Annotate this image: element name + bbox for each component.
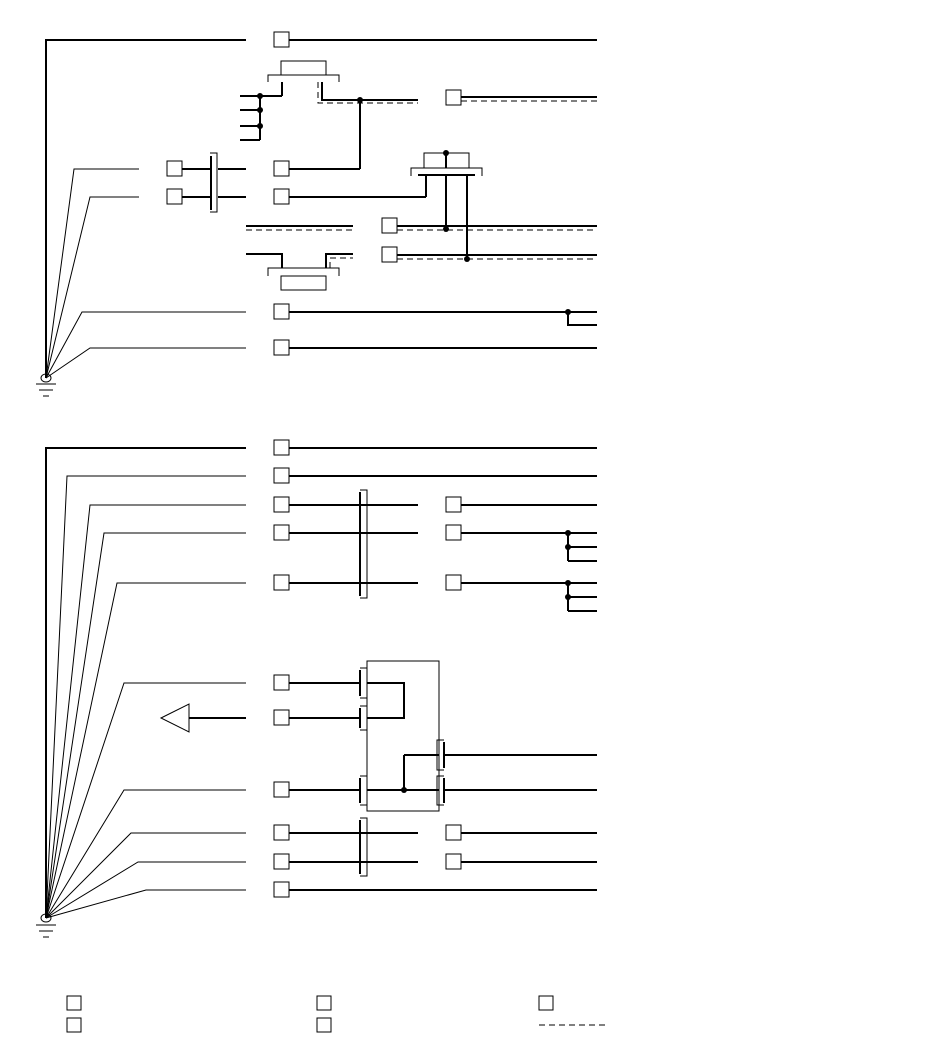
- wire-label-box: [273, 339, 290, 356]
- connector-top: [240, 60, 597, 169]
- wire-label-box: [273, 524, 290, 541]
- wire-label-box: [381, 246, 398, 263]
- splice-dot: [565, 309, 571, 315]
- circuit-wire-6: [45, 303, 597, 379]
- wire-label-box: [273, 709, 290, 726]
- circuit-wire-l11: [45, 881, 597, 919]
- circuit-wire-l2: [45, 467, 597, 919]
- legend-box-5: [538, 995, 554, 1011]
- circuit-wire-3: [45, 188, 426, 379]
- circuit-wire-l10: [45, 853, 597, 919]
- wire-label-box: [273, 824, 290, 841]
- wire-label-box: [273, 303, 290, 320]
- splice-dot: [401, 787, 407, 793]
- wire-label-box: [166, 160, 183, 177]
- wire-label-box: [273, 853, 290, 870]
- splice-dot: [565, 580, 571, 586]
- wire-label-box: [381, 217, 398, 234]
- wire-label-box: [273, 574, 290, 591]
- circuit-wire-l4: [45, 524, 597, 919]
- wire-label-box: [273, 439, 290, 456]
- circuit-wire-4: [246, 217, 597, 234]
- wire-label-box: [273, 188, 290, 205]
- upper-section: [36, 31, 597, 397]
- wire-label-box: [273, 31, 290, 48]
- splice-dot: [257, 93, 263, 99]
- wire-label-box: [273, 781, 290, 798]
- legend-box-4: [316, 1017, 332, 1033]
- wire-label-box: [273, 467, 290, 484]
- splice-dot: [565, 544, 571, 550]
- circuit-wire-7: [45, 339, 597, 379]
- wire-label-box: [273, 674, 290, 691]
- circuit-wire-5: [246, 246, 597, 291]
- circuit-wire-2: [45, 160, 360, 379]
- wire-label-box: [445, 574, 462, 591]
- connector-vertical-left: [210, 152, 218, 213]
- legend-box-1: [66, 995, 82, 1011]
- circuit-wire-l1: [45, 439, 597, 918]
- connector-middle: [359, 489, 368, 599]
- arrow-left-icon: [159, 703, 190, 733]
- wire-label-box: [273, 881, 290, 898]
- wire-label-box: [445, 853, 462, 870]
- circuit-wire-l8: [45, 775, 439, 919]
- wire-label-box: [445, 824, 462, 841]
- circuit-wire-l7: [159, 703, 368, 733]
- splice-dot: [443, 150, 449, 156]
- wire-label-box: [166, 188, 183, 205]
- splice-dot: [565, 594, 571, 600]
- connector-block: [45, 660, 597, 919]
- ground-icon: [36, 913, 56, 938]
- splice-dot: [257, 123, 263, 129]
- splice-dot: [565, 530, 571, 536]
- lower-section: [36, 439, 597, 938]
- legend-box-3: [316, 995, 332, 1011]
- splice-dot: [357, 97, 363, 103]
- splice-dot: [257, 107, 263, 113]
- circuit-wire-l9: [45, 824, 597, 919]
- circuit-wire-1: [45, 31, 597, 378]
- wire-label-box: [445, 496, 462, 513]
- wire-label-box: [445, 524, 462, 541]
- circuit-wire-l5: [45, 574, 597, 919]
- connector-right: [410, 150, 483, 262]
- ground-icon: [36, 373, 56, 397]
- circuit-wire-l6: [45, 667, 405, 919]
- wire-label-box: [273, 496, 290, 513]
- legend: [66, 995, 607, 1033]
- wire-label-box: [273, 160, 290, 177]
- circuit-wire-l3: [45, 496, 597, 919]
- connector-lower: [359, 817, 368, 877]
- wire-label-box: [445, 89, 462, 106]
- legend-box-2: [66, 1017, 82, 1033]
